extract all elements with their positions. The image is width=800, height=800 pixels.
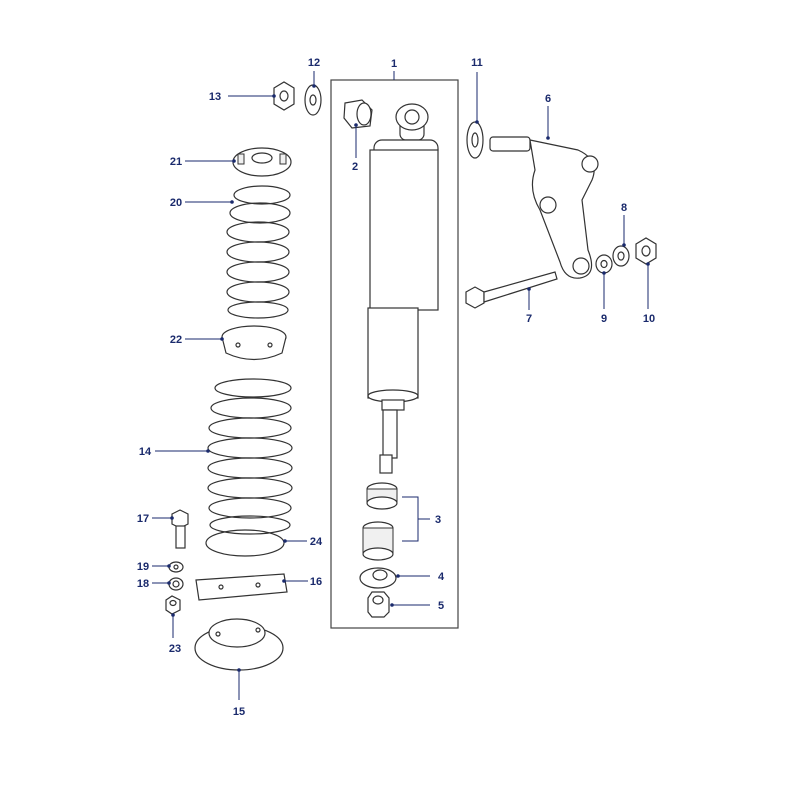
part-bush — [343, 99, 373, 129]
callout-17: 17 — [137, 513, 174, 525]
part-nut-13 — [273, 81, 295, 111]
callout-label-18: 18 — [137, 578, 149, 590]
part-spring-retainer-ring — [205, 529, 285, 557]
part-cup-washer — [359, 567, 397, 589]
callout-label-13: 13 — [209, 91, 221, 103]
callout-label-12: 12 — [308, 57, 320, 69]
callout-13: 13 — [209, 91, 276, 103]
part-washer-18 — [168, 577, 184, 591]
callout-1: 1 — [391, 58, 397, 80]
part-spring-seat-upper — [232, 147, 292, 177]
callout-5: 5 — [390, 600, 444, 612]
callout-label-15: 15 — [233, 706, 245, 718]
callout-8: 8 — [621, 202, 627, 247]
callout-label-6: 6 — [545, 93, 551, 105]
callout-label-4: 4 — [438, 571, 445, 583]
callout-11: 11 — [471, 57, 483, 124]
callout-23: 23 — [169, 613, 181, 655]
callout-label-7: 7 — [526, 313, 532, 325]
callout-16: 16 — [282, 576, 322, 588]
callout-label-8: 8 — [621, 202, 627, 214]
callout-label-23: 23 — [169, 643, 181, 655]
part-shock-nut — [367, 591, 390, 618]
callout-18: 18 — [137, 578, 171, 590]
part-short-bolt — [171, 509, 189, 549]
callout-3: 3 — [402, 496, 441, 542]
part-shock-absorber — [367, 103, 439, 474]
callout-label-3: 3 — [435, 514, 441, 526]
callout-label-2: 2 — [352, 161, 358, 173]
callout-label-5: 5 — [438, 600, 444, 612]
callout-label-24: 24 — [310, 536, 323, 548]
part-retaining-plate — [195, 573, 288, 601]
callout-label-21: 21 — [170, 156, 182, 168]
callout-10: 10 — [643, 262, 655, 325]
part-nut-10 — [635, 237, 657, 265]
part-spring-seat-bottom — [194, 618, 284, 671]
callout-label-14: 14 — [139, 446, 152, 458]
callout-20: 20 — [170, 197, 234, 209]
part-spring-small — [226, 185, 291, 319]
part-washer-9 — [595, 254, 613, 274]
callout-6: 6 — [545, 93, 551, 140]
callout-22: 22 — [170, 334, 224, 346]
callout-12: 12 — [308, 57, 320, 88]
callout-label-22: 22 — [170, 334, 182, 346]
callout-2: 2 — [352, 123, 358, 173]
callout-4: 4 — [396, 571, 445, 583]
callout-21: 21 — [170, 156, 236, 168]
part-washer-8 — [612, 245, 630, 267]
part-main-coil-spring — [207, 378, 293, 535]
callout-label-19: 19 — [137, 561, 149, 573]
callout-label-1: 1 — [391, 58, 397, 70]
callout-label-10: 10 — [643, 313, 655, 325]
part-washer-11 — [466, 121, 484, 159]
callout-label-17: 17 — [137, 513, 149, 525]
callout-9: 9 — [601, 271, 607, 325]
callout-24: 24 — [283, 536, 323, 548]
part-long-bolt — [465, 271, 558, 309]
part-washer-12 — [304, 84, 322, 116]
callout-19: 19 — [137, 561, 171, 573]
part-rubber-bushes — [362, 482, 398, 561]
callout-14: 14 — [139, 446, 210, 458]
part-washer-19 — [168, 561, 184, 573]
callout-15: 15 — [233, 668, 245, 718]
part-nut-23 — [165, 595, 181, 615]
callout-label-11: 11 — [471, 57, 483, 69]
callout-label-20: 20 — [170, 197, 182, 209]
callout-label-9: 9 — [601, 313, 607, 325]
part-mounting-bracket — [489, 136, 599, 279]
callout-label-16: 16 — [310, 576, 322, 588]
callout-7: 7 — [526, 287, 532, 325]
part-spring-seat-lower — [221, 325, 287, 361]
